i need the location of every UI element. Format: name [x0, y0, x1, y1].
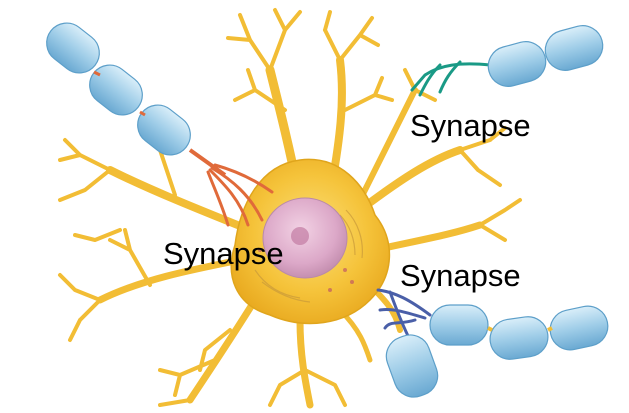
axon-top-right — [410, 25, 604, 97]
organelle-dots — [258, 248, 354, 292]
myelin-sheath-top-left — [46, 22, 191, 156]
synapse-label-right: Synapse — [400, 258, 521, 293]
organelles — [254, 209, 363, 303]
synapse-label-center: Synapse — [163, 236, 284, 271]
myelin-sheath-top-right — [487, 25, 604, 87]
myelin-sheath-bottom-right — [385, 304, 609, 398]
axon-terminals-teal — [410, 60, 492, 97]
axon-top-left — [46, 22, 274, 227]
axon-terminals-red — [206, 163, 274, 227]
synapse-label-top: Synapse — [410, 108, 531, 143]
nucleolus — [291, 227, 309, 245]
axon-bottom-right — [376, 288, 609, 398]
